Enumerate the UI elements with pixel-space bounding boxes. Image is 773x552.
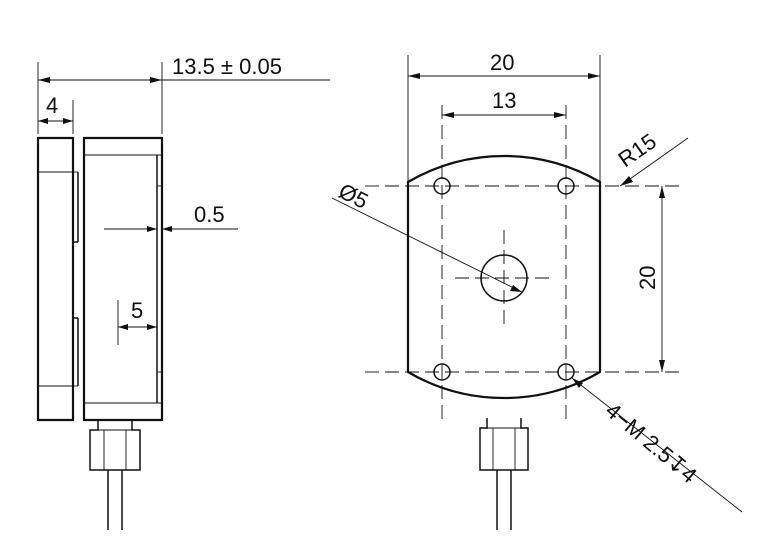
dim-holes-x-arrow-left: [442, 112, 454, 118]
hole-bottom-right: [557, 363, 575, 381]
side-plate-outline: [36, 136, 75, 422]
dim-recess-arrow-right: [162, 226, 172, 232]
dim-holes-x-arrow-right: [554, 112, 566, 118]
dim-holes-y-label: 20: [635, 266, 660, 290]
dim-width-arrow-left: [408, 73, 420, 79]
dim-plate-label: 4: [46, 93, 58, 118]
dim-thread-leader: [571, 377, 743, 513]
dim-thread-label: 4−M 2.5↧4: [601, 398, 702, 488]
hole-top-left: [433, 177, 451, 195]
dim-radius-arrow: [620, 176, 633, 186]
dim-holes-x-label: 13: [492, 88, 516, 113]
dim-center-hole-label: Ø5: [335, 178, 373, 214]
dim-pocket-arrow-left: [118, 324, 128, 330]
dim-width-arrow-right: [588, 73, 600, 79]
dim-width-label: 20: [490, 50, 514, 75]
dim-total-arrow-right: [150, 77, 162, 83]
dim-pocket-arrow-right: [147, 324, 157, 330]
dim-recess-label: 0.5: [194, 202, 225, 227]
dim-total-arrow-left: [38, 77, 50, 83]
dim-thread-arrow: [572, 378, 583, 388]
dim-radius-label: R15: [614, 128, 661, 172]
dim-pocket-label: 5: [131, 298, 143, 323]
dim-recess-arrow-left: [147, 226, 157, 232]
dim-plate-arrow-left: [38, 118, 48, 124]
dim-center-hole-arrow: [510, 285, 522, 292]
dim-holes-y-arrow-top: [659, 186, 665, 198]
front-body-outline: [406, 154, 602, 400]
dim-holes-y-arrow-bottom: [659, 360, 665, 372]
hole-bottom-left: [433, 363, 451, 381]
dim-center-hole-leader: [331, 197, 523, 293]
front-gland-outline: [479, 418, 529, 471]
center-hole: [480, 254, 528, 302]
front-view: 20 13 20 R15 Ø5 4−M 2.5↧4: [331, 50, 743, 530]
dim-plate-arrow-right: [63, 118, 73, 124]
side-view: 13.5 ± 0.05 4 0.5 5: [36, 54, 330, 530]
side-gland-outline: [89, 420, 141, 471]
hole-top-right: [557, 177, 575, 195]
dim-radius-leader: [619, 137, 689, 187]
side-body-outline: [82, 136, 164, 422]
dim-total-label: 13.5 ± 0.05: [172, 54, 282, 79]
